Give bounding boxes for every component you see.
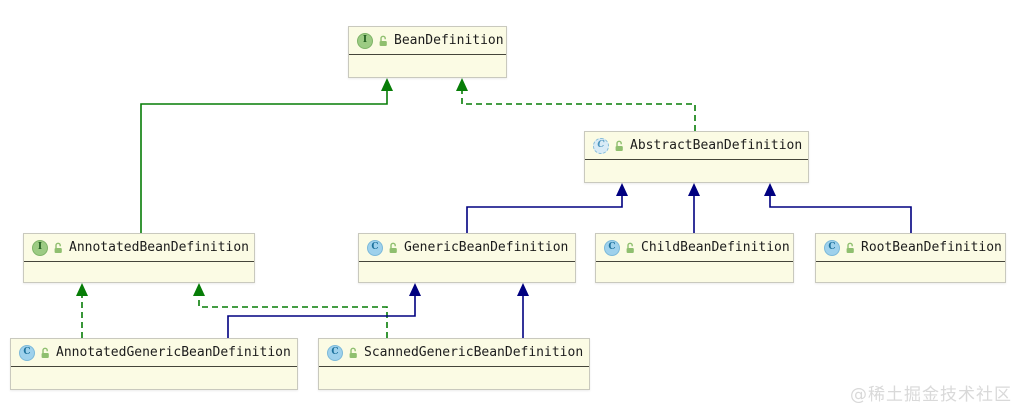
node-title: C AbstractBeanDefinition — [585, 132, 808, 160]
members-compartment — [319, 367, 589, 389]
public-unlocked-icon — [845, 242, 856, 254]
public-unlocked-icon — [378, 35, 389, 47]
public-unlocked-icon — [40, 347, 51, 359]
edge-genericbeandefinition-extends-abstractbeandefinition — [466, 183, 628, 233]
edge-annotatedgenericbeandefinition-extends-genericbeandefinition — [227, 283, 421, 338]
node-title: I AnnotatedBeanDefinition — [24, 234, 254, 262]
class-node-annotatedgenericbeandefinition[interactable]: C AnnotatedGenericBeanDefinition — [10, 338, 298, 390]
class-name: RootBeanDefinition — [861, 240, 1002, 255]
node-title: C ScannedGenericBeanDefinition — [319, 339, 589, 367]
class-name: AnnotatedGenericBeanDefinition — [56, 345, 291, 360]
members-compartment — [11, 367, 297, 389]
members-compartment — [24, 262, 254, 282]
node-title: C AnnotatedGenericBeanDefinition — [11, 339, 297, 367]
members-compartment — [359, 262, 575, 282]
class-name: ChildBeanDefinition — [641, 240, 790, 255]
class-name: GenericBeanDefinition — [404, 240, 569, 255]
members-compartment — [349, 55, 506, 77]
class-name: AnnotatedBeanDefinition — [69, 240, 250, 255]
class-node-genericbeandefinition[interactable]: C GenericBeanDefinition — [358, 233, 576, 283]
class-node-beandefinition[interactable]: I BeanDefinition — [348, 26, 507, 78]
watermark: @稀土掘金技术社区 — [850, 385, 1012, 405]
members-compartment — [816, 262, 1005, 282]
node-title: C GenericBeanDefinition — [359, 234, 575, 262]
abstract-class-icon: C — [593, 137, 609, 154]
edge-annotatedbeandefinition-extends-beandefinition — [140, 78, 393, 233]
edge-abstractbeandefinition-implements-beandefinition — [456, 78, 696, 131]
edge-scannedgenericbeandefinition-extends-genericbeandefinition — [517, 283, 529, 338]
public-unlocked-icon — [625, 242, 636, 254]
edge-childbeandefinition-extends-abstractbeandefinition — [688, 183, 700, 233]
edge-annotatedgenericbeandefinition-implements-annotatedbeandefinition — [76, 283, 88, 338]
class-node-rootbeandefinition[interactable]: C RootBeanDefinition — [815, 233, 1006, 283]
members-compartment — [585, 160, 808, 182]
public-unlocked-icon — [614, 140, 625, 152]
class-node-scannedgenericbeandefinition[interactable]: C ScannedGenericBeanDefinition — [318, 338, 590, 390]
class-name: ScannedGenericBeanDefinition — [364, 345, 584, 360]
interface-icon: I — [357, 32, 373, 49]
class-node-childbeandefinition[interactable]: C ChildBeanDefinition — [595, 233, 794, 283]
node-title: C ChildBeanDefinition — [596, 234, 793, 262]
class-node-abstractbeandefinition[interactable]: C AbstractBeanDefinition — [584, 131, 809, 183]
edge-scannedgenericbeandefinition-implements-annotatedbeandefinition — [193, 283, 388, 338]
class-name: AbstractBeanDefinition — [630, 138, 803, 153]
edge-rootbeandefinition-extends-abstractbeandefinition — [764, 183, 912, 233]
public-unlocked-icon — [53, 242, 64, 254]
node-title: C RootBeanDefinition — [816, 234, 1005, 262]
class-name: BeanDefinition — [394, 33, 504, 48]
class-icon: C — [367, 239, 383, 256]
members-compartment — [596, 262, 793, 282]
class-icon: C — [604, 239, 620, 256]
public-unlocked-icon — [348, 347, 359, 359]
class-node-annotatedbeandefinition[interactable]: I AnnotatedBeanDefinition — [23, 233, 255, 283]
interface-icon: I — [32, 239, 48, 256]
class-icon: C — [19, 344, 35, 361]
class-icon: C — [824, 239, 840, 256]
class-icon: C — [327, 344, 343, 361]
public-unlocked-icon — [388, 242, 399, 254]
node-title: I BeanDefinition — [349, 27, 506, 55]
